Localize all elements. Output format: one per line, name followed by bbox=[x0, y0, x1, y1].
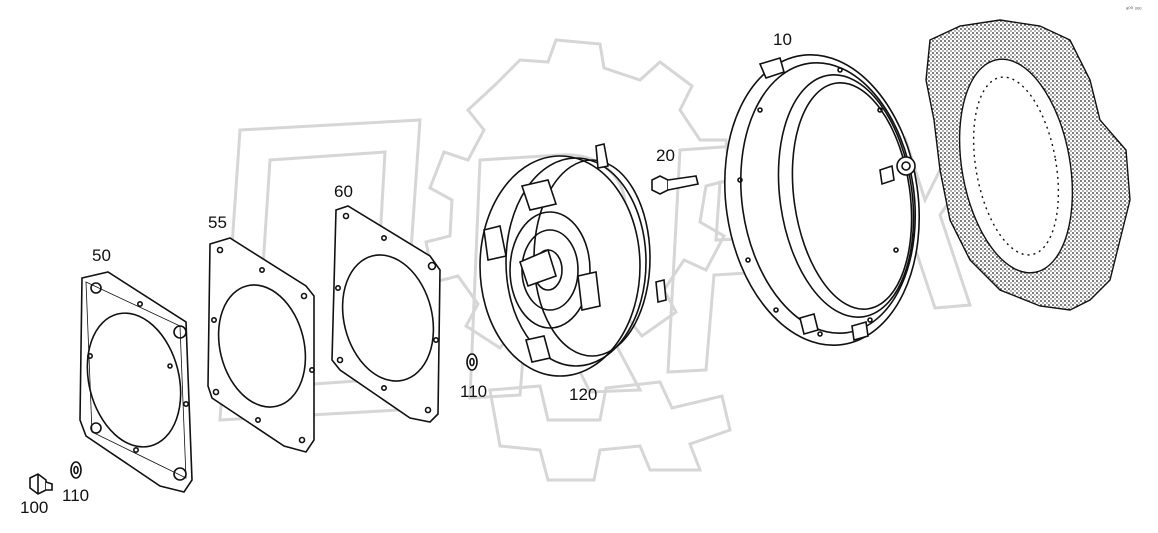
watermark-gear-outer bbox=[488, 380, 732, 482]
part-55-gasket bbox=[207, 237, 315, 453]
part-60-gasket bbox=[331, 205, 441, 423]
part-10-housing bbox=[723, 54, 921, 346]
corner-mark: ᵃ⁰⁰ ᵒᵒᵒ bbox=[1126, 7, 1142, 13]
callout-20: 20 bbox=[656, 146, 675, 165]
part-100-bolt bbox=[29, 473, 53, 495]
part-120-torque-converter bbox=[479, 143, 667, 377]
callout-120: 120 bbox=[569, 385, 598, 404]
callout-60: 60 bbox=[334, 182, 353, 201]
part-110-washer-right bbox=[466, 353, 478, 371]
callout-110-right: 110 bbox=[460, 382, 488, 401]
part-20-bolt bbox=[651, 175, 699, 195]
callout-100: 100 bbox=[20, 498, 49, 517]
part-50-plate bbox=[79, 271, 193, 493]
part-110-washer-left bbox=[70, 461, 82, 479]
callout-55: 55 bbox=[208, 213, 227, 232]
callout-50: 50 bbox=[92, 246, 111, 265]
callout-110-left: 110 bbox=[62, 486, 90, 505]
engine-flywheel-housing bbox=[925, 19, 1131, 311]
callout-10: 10 bbox=[773, 30, 792, 49]
